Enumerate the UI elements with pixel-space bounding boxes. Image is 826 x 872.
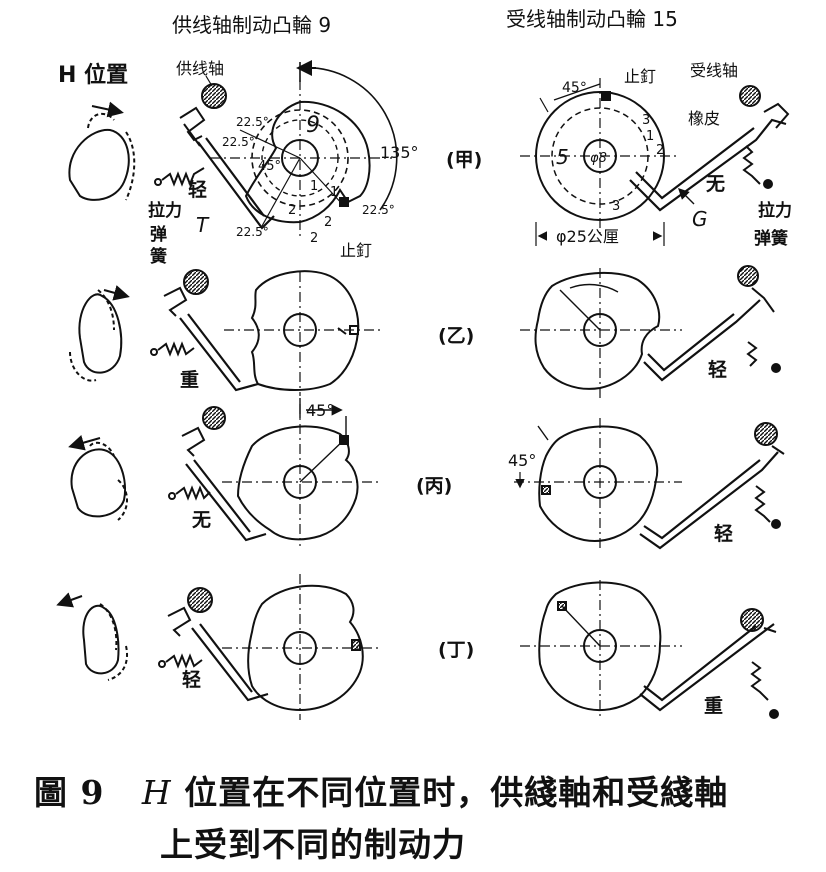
row1-left-angle-c: 22.5°: [236, 225, 269, 239]
row3-right-angle: 45°: [508, 451, 536, 470]
figure-caption-line2: 上受到不同的制动力: [160, 818, 466, 866]
row-label-3: (丙): [416, 475, 452, 497]
row1-left-mark-1: 1: [310, 179, 318, 194]
row1-left-brake: 轻: [188, 178, 207, 201]
header-left: 供线轴制动凸輪 9: [172, 13, 331, 37]
h-position-label: H 位置: [58, 62, 128, 88]
row4-left-mechanism: [158, 574, 380, 720]
row2-right-brake: 轻: [708, 358, 727, 381]
row1-right-diameter: φ25公厘: [556, 227, 619, 246]
row1-left-mark-3: 2: [310, 231, 318, 246]
row4-right-mechanism: [520, 580, 779, 720]
row2-right-mechanism: [520, 265, 781, 400]
row4-right-brake: 重: [704, 695, 723, 717]
row1-left-angle-d: 22.5°: [362, 203, 395, 217]
row1-right-mark-4: 3: [642, 113, 650, 128]
row1-left-spring-2: 弹: [150, 224, 167, 245]
h-lever-shapes: [56, 101, 136, 681]
row1-right-mark-2: 2: [656, 143, 664, 158]
row3-left-brake: 无: [192, 509, 211, 531]
row2-left-mechanism: [150, 269, 380, 396]
row1-left-spring-3: 簧: [150, 246, 167, 267]
row1-right-brake: 无: [706, 173, 725, 195]
caption-text-2: 上受到不同的制动力: [160, 825, 466, 864]
row1-left-mark-4: 2: [324, 215, 332, 230]
row1-left-angle-a: 22.5°: [222, 135, 255, 149]
row1-left-angle-135: 135°: [380, 143, 419, 162]
row3-right-mechanism: [514, 418, 785, 552]
row1-right-center: φ8: [590, 151, 607, 166]
row1-right-cam-number: 5: [556, 145, 569, 169]
row1-right-mark-1: 1: [646, 129, 654, 144]
row1-right-rubber: 橡皮: [688, 109, 720, 128]
row4-left-brake: 轻: [182, 668, 201, 691]
row1-right-angle: 45°: [562, 80, 587, 96]
caption-text-1: 位置在不同位置时，供綫軸和受綫軸: [184, 773, 729, 812]
row1-left-angle-b: 22.5°: [236, 115, 269, 129]
row1-left-lever: T: [196, 213, 210, 237]
row1-left-mechanism: [154, 60, 398, 238]
row-label-4: (丁): [438, 639, 474, 661]
row1-left-mark-5: 1: [330, 185, 338, 200]
row1-right-mark-3: 3: [612, 199, 620, 214]
row1-left-cam-number: 9: [306, 113, 320, 138]
row1-left-supply-shaft: 供线轴: [176, 59, 224, 78]
row1-right-spring-2: 弹簧: [754, 228, 788, 249]
row1-left-mark-2: 2: [288, 203, 296, 218]
caption-h: H: [141, 773, 172, 812]
row1-right-spring-1: 拉力: [758, 200, 792, 221]
row1-right-mechanism: [520, 78, 790, 246]
row3-left-angle: 45°: [306, 401, 334, 420]
row1-left-spring-1: 拉力: [148, 200, 182, 221]
figure-number: 圖 9: [34, 773, 105, 812]
cam-diagram: 供线轴制动凸輪 9 受线轴制动凸輪 15 H 位置 (甲) (乙) (丙) (丁…: [56, 7, 792, 720]
figure-caption-line1: 圖 9 H 位置在不同位置时，供綫軸和受綫軸: [34, 766, 728, 814]
row2-left-brake: 重: [180, 369, 199, 391]
row1-left-stop-pin: 止釘: [340, 241, 372, 260]
row-label-1: (甲): [446, 149, 482, 171]
row3-right-brake: 轻: [714, 522, 733, 545]
row1-right-takeup-shaft: 受线轴: [690, 61, 738, 80]
row1-right-lever: G: [692, 207, 708, 231]
header-right: 受线轴制动凸輪 15: [506, 7, 678, 31]
row-label-2: (乙): [438, 325, 474, 347]
row1-right-stop-pin: 止釘: [624, 67, 656, 86]
row3-left-mechanism: [168, 398, 380, 546]
row1-left-angle-45: 45°: [258, 159, 281, 174]
